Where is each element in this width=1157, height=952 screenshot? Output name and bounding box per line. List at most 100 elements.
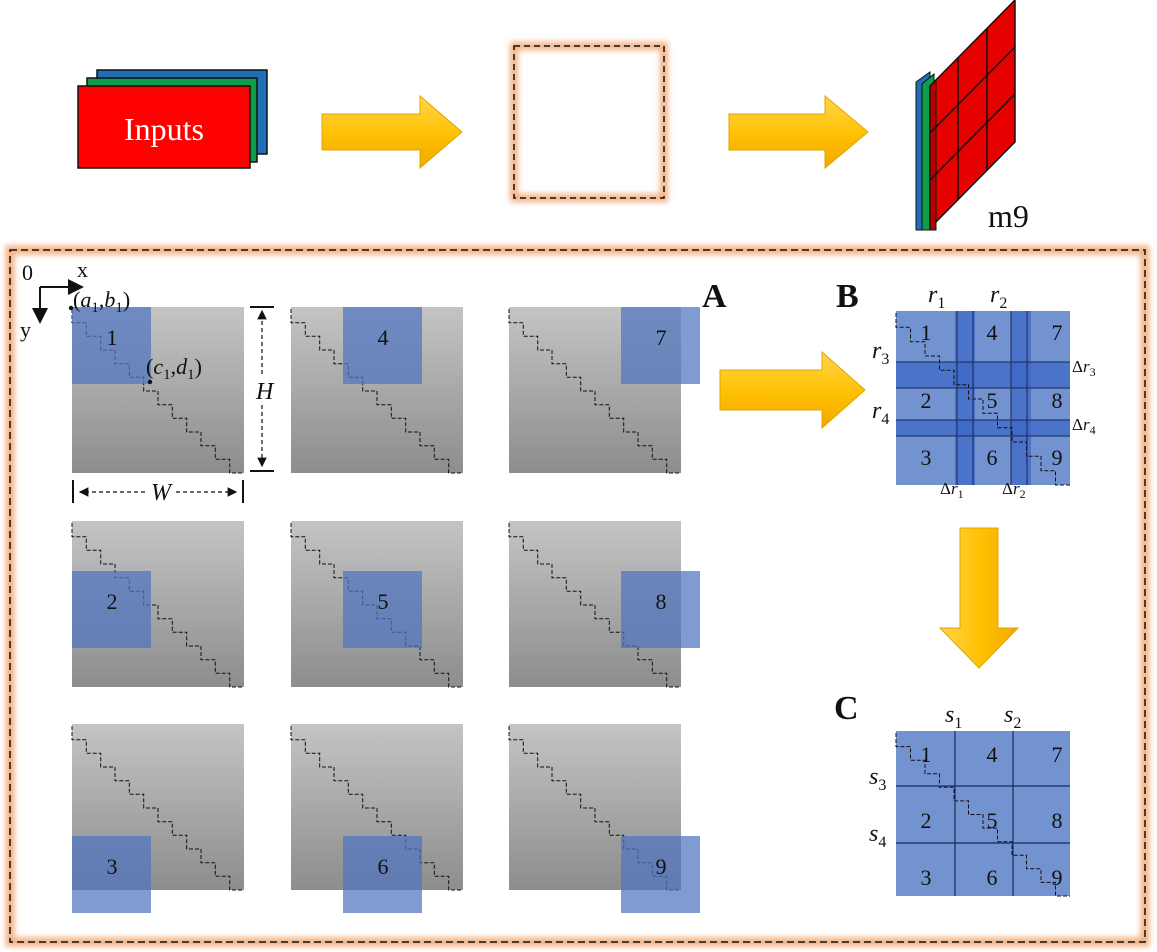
b-cell-number: 5 [987, 388, 998, 413]
label-dr3: Δr3 [1072, 357, 1096, 379]
c-cell-number: 3 [921, 865, 932, 890]
inputs-stack: Inputs [77, 69, 268, 169]
patch-number: 9 [656, 854, 667, 879]
label-dr1: Δr1 [940, 479, 964, 501]
patch-number: 4 [378, 325, 389, 350]
patch-number: 2 [107, 589, 118, 614]
height-label: H [255, 379, 275, 405]
sliding-image-4: 4 [290, 307, 463, 474]
label-r4: r4 [872, 398, 889, 428]
flow-arrow-1 [321, 94, 463, 170]
c-cell-number: 4 [987, 742, 998, 767]
inputs-label: Inputs [124, 111, 204, 147]
stair-boundary [71, 726, 244, 891]
label-r3: r3 [872, 338, 889, 368]
b-stair-boundary [895, 313, 1070, 486]
b-cell-number: 1 [921, 320, 932, 345]
window-patch [72, 307, 151, 384]
height-dimension: H [250, 306, 275, 472]
window-patch [72, 571, 151, 648]
label-dr4: Δr4 [1072, 415, 1096, 437]
b-cell-number: 7 [1052, 320, 1063, 345]
panel-a: 1 2 3 4 5 6 7 8 9 [71, 307, 700, 913]
b-cell-number: 4 [987, 320, 998, 345]
point-a1b1 [68, 305, 74, 311]
coordinate-axes: 0 x y [20, 257, 88, 342]
label-r2: r2 [990, 282, 1007, 312]
b-cell-number: 3 [921, 445, 932, 470]
patch-number: 8 [656, 589, 667, 614]
patch-number: 6 [378, 854, 389, 879]
panel-b-label: B [836, 278, 859, 315]
sliding-image-1: 1 [71, 307, 244, 474]
sliding-image-2: 2 [71, 521, 244, 688]
window-patch [343, 571, 422, 648]
panel-a-label: A [702, 278, 727, 315]
label-dr2: Δr2 [1002, 479, 1026, 501]
c-cell-number: 7 [1052, 742, 1063, 767]
point-a1b1-label: (a1,b1) [73, 287, 130, 316]
stair-boundary [290, 309, 463, 474]
c-stair-boundary [895, 733, 1070, 897]
b-cell-number: 8 [1052, 388, 1063, 413]
window-patch [343, 307, 422, 384]
c-cell-number: 6 [987, 865, 998, 890]
b-overlap-band-h1 [896, 362, 1070, 388]
panel-c-label: C [834, 690, 859, 727]
window-patch [621, 571, 700, 648]
patch-number: 3 [107, 854, 118, 879]
window-patch [72, 836, 151, 913]
patch-number: 1 [107, 325, 118, 350]
sliding-image-6: 6 [290, 724, 463, 913]
label-r1: r1 [928, 282, 945, 312]
sliding-image-5: 5 [290, 521, 463, 688]
sliding-image-3: 3 [71, 724, 244, 913]
point-c1d1-label: (c1,d1) [146, 354, 202, 383]
flow-arrow-b-to-c [938, 527, 1020, 669]
c-cell-number: 8 [1052, 808, 1063, 833]
stair-boundary [508, 523, 681, 688]
patch-number: 5 [378, 589, 389, 614]
b-cell-number: 6 [987, 445, 998, 470]
c-cell-number: 2 [921, 808, 932, 833]
y-axis-label: y [20, 317, 31, 342]
origin-label: 0 [22, 260, 33, 285]
c-cell-number: 1 [921, 742, 932, 767]
input-layer-front [77, 85, 251, 169]
b-cell-number: 9 [1052, 445, 1063, 470]
label-s1: s1 [945, 702, 962, 732]
b-overlap-band-h2 [896, 420, 1070, 436]
flow-arrow-2 [728, 94, 869, 170]
detail-panel [5, 245, 1150, 947]
label-s4: s4 [869, 821, 886, 851]
c-cell-number: 9 [1052, 865, 1063, 890]
patch-number: 7 [656, 325, 667, 350]
process-box [510, 42, 668, 202]
sliding-image-7: 7 [508, 307, 700, 474]
c-grid-background [896, 731, 1070, 896]
b-overlap-band-v1 [955, 311, 975, 485]
b-overlap-band-v2 [1011, 311, 1031, 485]
label-s2: s2 [1004, 702, 1021, 732]
panel-c: 1 2 3 4 5 6 7 8 9 [895, 731, 1070, 897]
label-s3: s3 [869, 764, 886, 794]
c-cell-number: 5 [987, 808, 998, 833]
panel-b: 1 2 3 4 5 6 7 8 9 [895, 311, 1070, 486]
sliding-image-8: 8 [508, 521, 700, 688]
stair-boundary [71, 523, 244, 688]
window-patch [621, 307, 700, 384]
sliding-image-9: 9 [508, 724, 700, 913]
flow-arrow-a-to-b [719, 350, 866, 430]
stair-boundary [508, 309, 681, 474]
output-label: m9 [988, 198, 1029, 234]
width-dimension: W [72, 480, 244, 506]
window-patch [621, 836, 700, 913]
output-block: m9 [915, 0, 1029, 234]
stair-boundary [290, 726, 463, 891]
window-patch [343, 836, 422, 913]
b-cell-number: 2 [921, 388, 932, 413]
point-c1d1 [147, 379, 153, 385]
x-axis-label: x [77, 257, 88, 282]
width-label: W [151, 480, 173, 506]
